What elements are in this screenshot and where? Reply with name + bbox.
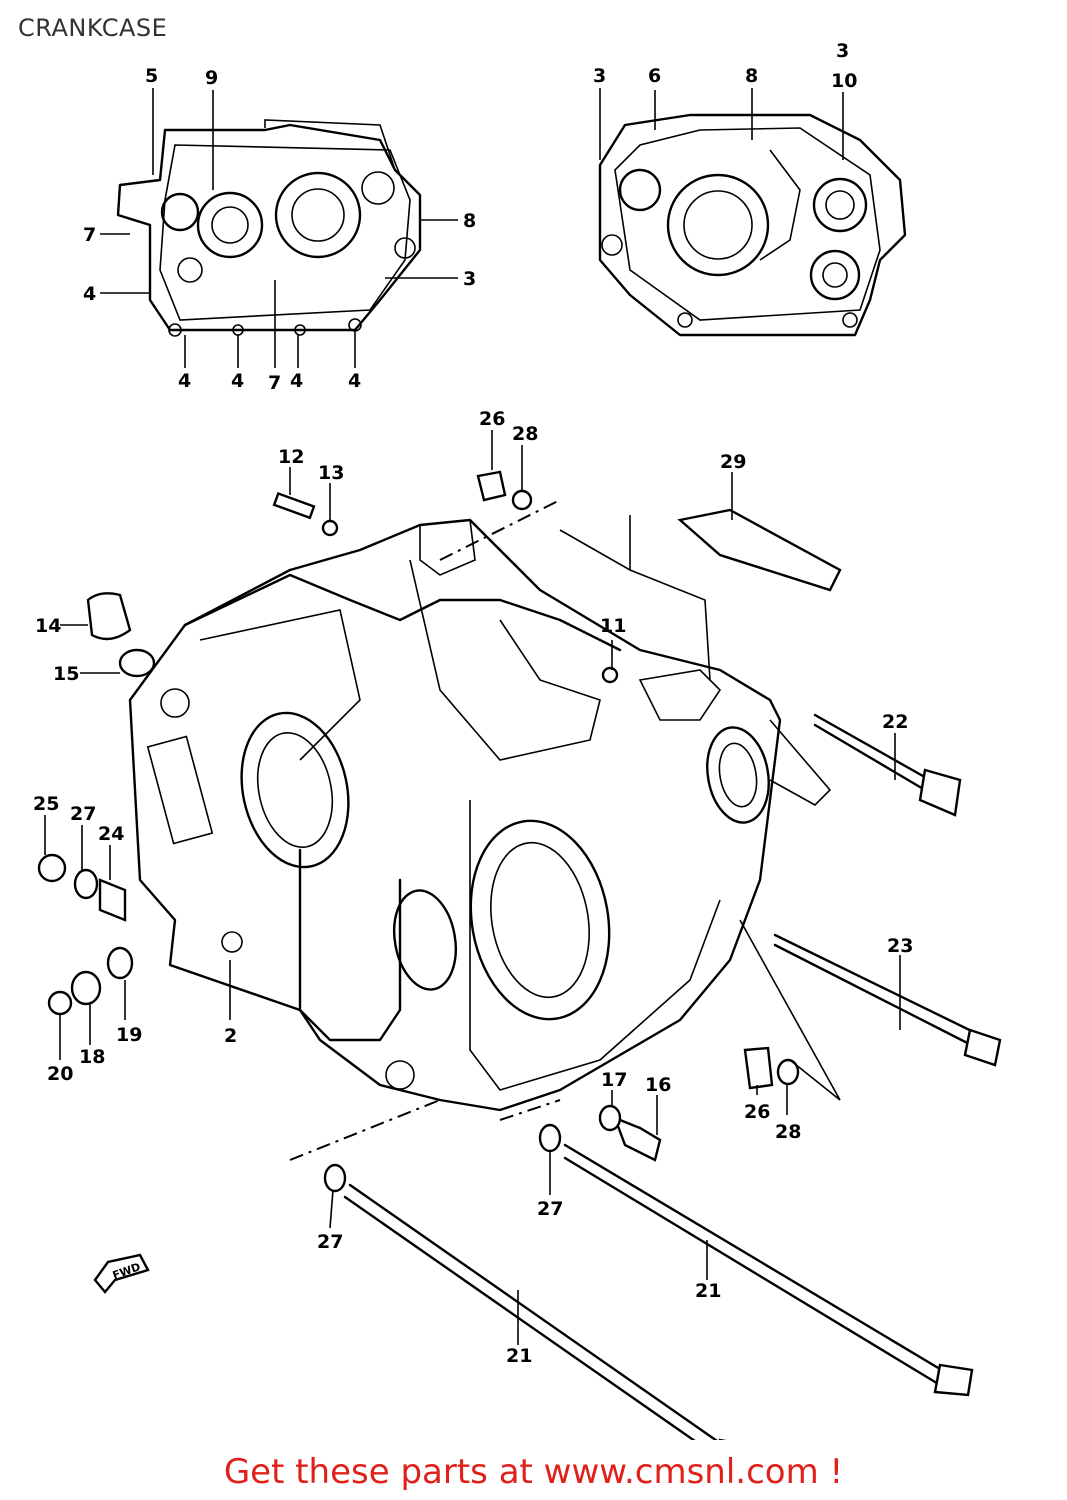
callout-label: 15 — [53, 663, 79, 685]
callout-label: 21 — [506, 1345, 532, 1367]
main-crankcase-assembly — [128, 518, 832, 1112]
promo-link[interactable]: Get these parts at www.cmsnl.com ! — [223, 1452, 844, 1492]
callout-numbers: 5 9 7 8 4 3 4 4 7 4 4 3 6 8 3 10 12 13 1… — [33, 40, 913, 1367]
callout-label: 8 — [745, 65, 758, 87]
callout-label: 3 — [463, 268, 476, 290]
long-bolts — [343, 713, 1002, 1440]
callout-label: 29 — [720, 451, 746, 473]
callout-label: 17 — [601, 1069, 627, 1091]
callout-label: 8 — [463, 210, 476, 232]
callout-label: 18 — [79, 1046, 105, 1068]
callout-label: 13 — [318, 462, 344, 484]
top-leader-lines — [100, 88, 844, 368]
callout-label: 9 — [205, 67, 218, 89]
callout-label: 22 — [882, 711, 908, 733]
callout-label: 4 — [231, 370, 244, 392]
callout-label: 3 — [836, 40, 849, 62]
loose-parts — [37, 470, 842, 1193]
callout-label: 20 — [47, 1063, 73, 1085]
callout-label: 4 — [348, 370, 361, 392]
crankcase-exploded-diagram: FWD 5 9 7 8 4 3 4 4 7 4 4 3 6 8 3 10 12 … — [33, 40, 1002, 1440]
callout-label: 16 — [645, 1074, 671, 1096]
callout-label: 4 — [290, 370, 303, 392]
callout-label: 27 — [70, 803, 96, 825]
callout-label: 25 — [33, 793, 59, 815]
callout-label: 21 — [695, 1280, 721, 1302]
crankcase-left-half-view — [116, 119, 422, 337]
callout-label: 10 — [831, 70, 857, 92]
callout-label: 4 — [178, 370, 191, 392]
callout-label: 11 — [600, 615, 626, 637]
page-title: CRANKCASE — [18, 14, 168, 42]
callout-label: 26 — [479, 408, 505, 430]
callout-label: 28 — [512, 423, 538, 445]
callout-label: 14 — [35, 615, 61, 637]
callout-label: 23 — [887, 935, 913, 957]
callout-label: 28 — [775, 1121, 801, 1143]
callout-label: 12 — [278, 446, 304, 468]
callout-label: 7 — [83, 224, 96, 246]
main-leader-lines — [44, 430, 901, 1345]
callout-label: 27 — [537, 1198, 563, 1220]
callout-label: 27 — [317, 1231, 343, 1253]
crankcase-right-half-view — [598, 113, 907, 337]
callout-label: 26 — [744, 1101, 770, 1123]
callout-label: 2 — [224, 1025, 237, 1047]
callout-label: 7 — [268, 372, 281, 394]
callout-label: 4 — [83, 283, 96, 305]
callout-label: 5 — [145, 65, 158, 87]
callout-label: 19 — [116, 1024, 142, 1046]
callout-label: 6 — [648, 65, 661, 87]
fwd-arrow-icon: FWD — [93, 1253, 150, 1294]
callout-label: 24 — [98, 823, 124, 845]
callout-label: 3 — [593, 65, 606, 87]
